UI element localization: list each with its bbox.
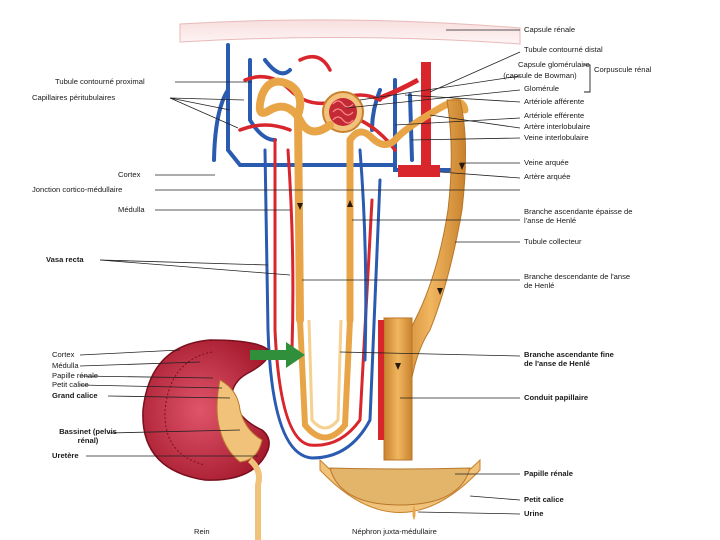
peritubular-arteries (238, 54, 397, 152)
label-k-medulla: Médulla (52, 361, 79, 370)
label-corpuscule-renal: Corpuscule rénal (594, 65, 652, 74)
zoom-arrow (250, 342, 305, 368)
proximal-tubule (255, 77, 334, 324)
papillary-duct (383, 317, 413, 461)
renal-capsule (179, 19, 521, 45)
vasa-recta (263, 138, 382, 460)
label-k-papille: Papille rénale (52, 371, 99, 380)
label-veine-arquee: Veine arquée (524, 158, 569, 167)
caption-rein: Rein (194, 527, 210, 536)
caption-nephron: Néphron juxta-médullaire (352, 527, 437, 536)
leader-lines (79, 29, 521, 515)
label-artere-arquee: Artère arquée (524, 172, 571, 181)
label-tubule-collecteur: Tubule collecteur (524, 237, 582, 246)
medullary-vessel (378, 320, 384, 440)
label-capsule-bowman: (capsule de Bowman) (503, 71, 577, 80)
label-glomerule: Glomérule (524, 84, 560, 93)
flow-arrows (297, 163, 465, 370)
label-capsule-renale: Capsule rénale (524, 25, 576, 34)
label-petit-calice: Petit calice (524, 495, 564, 504)
label-vasa-recta: Vasa recta (46, 255, 84, 264)
label-tubule-distal: Tubule contourné distal (524, 45, 603, 54)
arcuate-artery (398, 165, 440, 177)
label-arteriole-efferente: Artériole efférente (524, 111, 585, 120)
label-medulla-top: Médulla (118, 205, 145, 214)
loop-inner (307, 319, 343, 430)
label-conduit-papillaire: Conduit papillaire (524, 393, 589, 402)
label-arteriole-afferente: Artériole afférente (524, 97, 585, 106)
loop-of-henle (297, 319, 353, 441)
label-cortex-top: Cortex (118, 170, 141, 179)
label-jonction: Jonction cortico-médullaire (32, 185, 123, 194)
label-branche-descendante: Branche descendante de l'anse de Henlé (524, 272, 631, 290)
label-capillaires: Capillaires péritubulaires (32, 93, 116, 102)
label-veine-interlobulaire: Veine interlobulaire (524, 133, 589, 142)
label-k-petit-calice: Petit calice (52, 380, 89, 389)
glomerulus-shape (322, 91, 364, 133)
minor-calyx (329, 467, 471, 506)
label-branche-asc-epaisse: Branche ascendante épaisse de l'anse de … (524, 207, 633, 225)
label-k-uretere: Uretère (52, 451, 79, 460)
kidney-illustration (142, 339, 271, 540)
label-tubule-proximal: Tubule contourné proximal (55, 77, 145, 86)
label-k-grand-calice: Grand calice (52, 391, 98, 400)
label-urine: Urine (524, 509, 544, 518)
label-k-cortex: Cortex (52, 350, 75, 359)
label-k-bassinet: Bassinet (pelvis rénal) (59, 427, 117, 445)
label-branche-asc-fine: Branche ascendante fine de l'anse de Hen… (524, 350, 614, 368)
corpuscle-bracket (584, 64, 591, 93)
label-artere-interlobulaire: Artère interlobulaire (524, 122, 591, 131)
label-capsule-glomerulaire: Capsule glomérulaire (518, 60, 590, 69)
label-papille-renale: Papille rénale (524, 469, 573, 478)
urine-drop (412, 505, 416, 520)
